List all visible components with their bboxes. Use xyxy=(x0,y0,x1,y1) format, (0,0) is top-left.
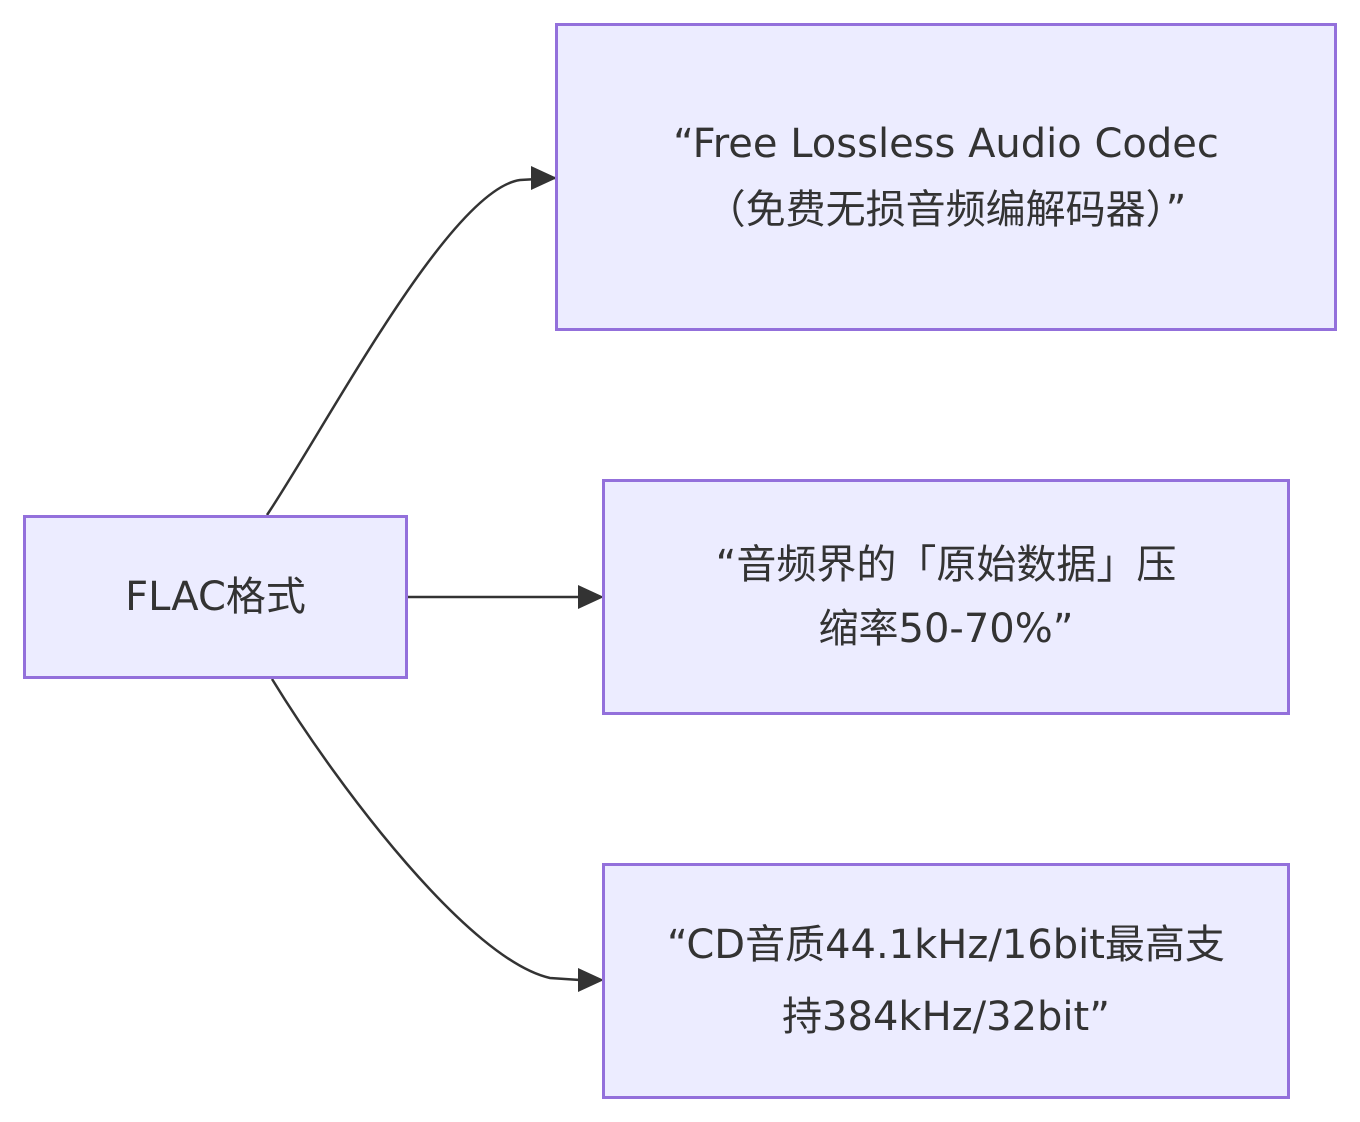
node-cd-quality: “CD音质44.1kHz/16bit最高支持384kHz/32bit” xyxy=(602,863,1290,1099)
node-raw-data-compression: “音频界的「原始数据」压缩率50-70%” xyxy=(602,479,1290,715)
arrowhead-raw xyxy=(578,585,604,609)
edge-flac-to-cd xyxy=(270,678,581,982)
arrowhead-cd xyxy=(578,968,604,992)
node-raw-label: “音频界的「原始数据」压缩率50-70%” xyxy=(715,542,1177,652)
node-free-lossless-audio-codec: “Free Lossless Audio Codec（免费无损音频编解码器）” xyxy=(555,23,1337,331)
node-flac-format-label: FLAC格式 xyxy=(125,574,306,620)
edge-flac-to-codec xyxy=(265,176,556,516)
node-flac-format: FLAC格式 xyxy=(23,515,408,679)
node-codec-label: “Free Lossless Audio Codec（免费无损音频编解码器）” xyxy=(673,121,1219,233)
node-cd-label: “CD音质44.1kHz/16bit最高支持384kHz/32bit” xyxy=(667,922,1225,1040)
arrowhead-codec xyxy=(531,166,557,190)
